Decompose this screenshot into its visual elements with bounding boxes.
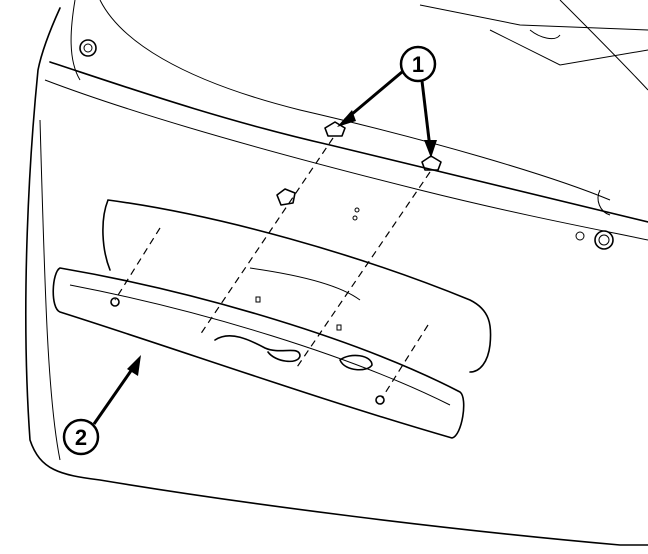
fastener-nut-2 xyxy=(421,155,442,171)
right-bump-stop xyxy=(594,230,614,250)
right-small-hole xyxy=(575,231,585,241)
liftgate-panel-outline xyxy=(25,7,648,546)
small-hole-4 xyxy=(352,215,358,221)
alignment-line-3 xyxy=(114,227,161,301)
window-lower-edge xyxy=(49,61,648,223)
license-plate-recess xyxy=(102,199,492,373)
right-bump-stop-inner xyxy=(598,234,610,246)
right-edge-detail xyxy=(597,189,611,216)
window-glass-edge xyxy=(99,0,648,201)
callout-2: 2 xyxy=(62,355,141,456)
left-bump-stop xyxy=(79,39,97,57)
grommet xyxy=(276,188,296,206)
wiper-area xyxy=(419,4,648,66)
small-hole-3 xyxy=(354,207,360,213)
left-bump-stop-inner xyxy=(83,43,93,53)
liftgate-inner-outline xyxy=(39,0,81,461)
alignment-line-1 xyxy=(199,137,334,336)
small-hole-1 xyxy=(255,296,261,303)
window-lower-edge-2 xyxy=(44,79,648,241)
trim-bar-inner-edge xyxy=(69,284,451,406)
small-hole-2 xyxy=(336,324,342,331)
fastener-nut-1 xyxy=(324,121,346,137)
wiring-harness xyxy=(214,335,373,371)
trim-stud-2 xyxy=(375,395,385,405)
callout-2-label: 2 xyxy=(75,425,87,450)
callout-1-label: 1 xyxy=(412,52,424,77)
callout-1: 1 xyxy=(337,45,437,158)
alignment-line-2 xyxy=(294,171,431,371)
lamp-opening xyxy=(249,267,361,301)
trim-stud-1 xyxy=(110,297,120,307)
alignment-line-4 xyxy=(381,324,429,399)
license-trim-bar xyxy=(52,267,465,439)
